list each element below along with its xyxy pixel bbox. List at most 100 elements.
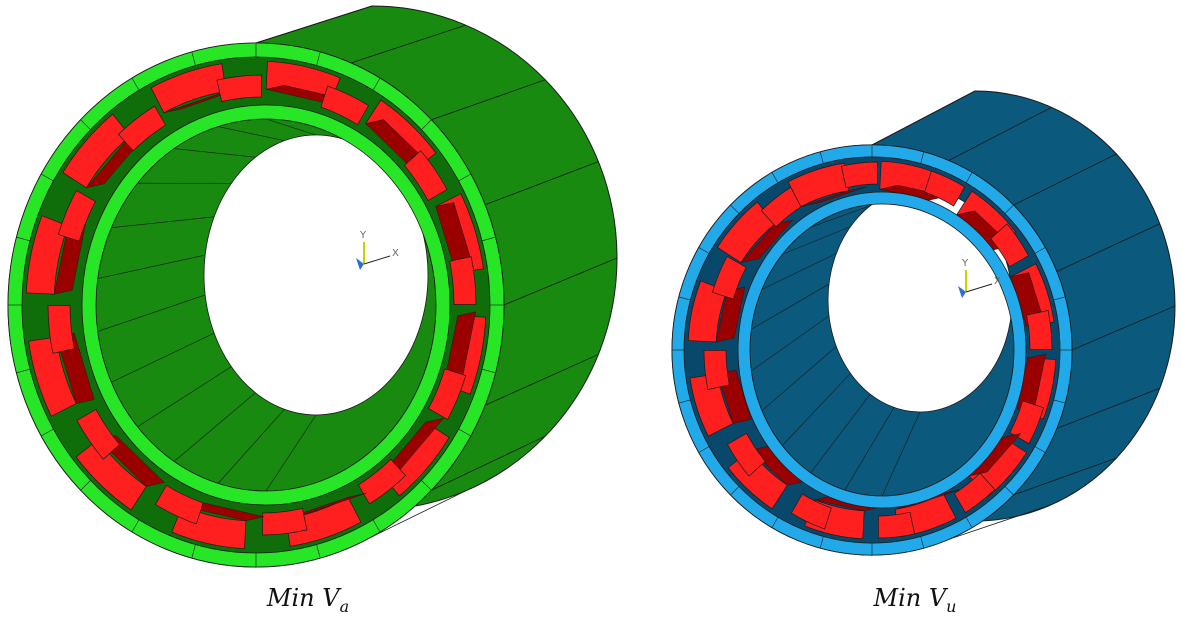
magnet-inner — [727, 432, 766, 477]
rim-tick — [698, 446, 710, 453]
segment-line — [255, 5, 373, 44]
rim-tick — [41, 173, 54, 182]
magnet-inner — [703, 350, 730, 390]
segment-line — [1056, 387, 1160, 429]
inner-rim-ring — [81, 104, 451, 506]
magnet-inner — [790, 493, 832, 530]
inner-segment-line — [137, 366, 232, 428]
rim-tick — [458, 428, 471, 437]
segment-line — [350, 24, 466, 64]
rim-tick — [920, 536, 925, 549]
magnet-outer — [75, 439, 147, 511]
magnet-inner — [76, 408, 121, 460]
axis-z — [958, 286, 966, 298]
caption-right-main: Min V — [873, 584, 947, 612]
segment-line — [484, 354, 599, 406]
rim-tick — [1034, 446, 1046, 453]
rim-tick — [771, 516, 779, 528]
segment-line — [1013, 153, 1117, 206]
rim-tick — [316, 544, 321, 559]
rim-tick — [819, 536, 824, 549]
rim-tick — [458, 173, 471, 182]
segment-line — [1071, 305, 1176, 351]
caption-left-sub: a — [339, 596, 350, 616]
caption-left: Min Va — [208, 584, 408, 616]
axis-x — [363, 255, 391, 265]
inner-segment-line — [782, 226, 851, 255]
inner-segment-line — [111, 216, 215, 229]
magnet-outer — [689, 373, 734, 437]
rim-tick — [771, 172, 779, 184]
magnet-inner — [841, 161, 878, 189]
axis-y-label: Y — [359, 230, 367, 241]
magnet-inner — [990, 223, 1029, 268]
rim-tick — [421, 480, 432, 491]
motor-right: YX — [671, 90, 1176, 556]
magnet-side — [715, 286, 746, 343]
rim-tick — [481, 236, 496, 242]
magnet-inner — [878, 511, 915, 539]
inner-segment-line — [810, 205, 871, 228]
magnet-side — [800, 186, 867, 207]
magnet-inner — [154, 484, 204, 525]
segment-line — [503, 257, 618, 306]
rim-tick — [730, 486, 740, 496]
rim-tick — [16, 236, 31, 242]
rim-tick — [920, 151, 925, 164]
magnet-outer — [25, 215, 69, 295]
rim-tick — [372, 77, 381, 91]
inner-segment-line — [97, 254, 206, 279]
motor-left: YX — [7, 5, 618, 568]
inner-segment-line — [265, 118, 317, 136]
rim-tick — [191, 51, 196, 66]
inner-segment-line — [881, 411, 921, 497]
rim-tick — [16, 368, 31, 374]
rim-tick — [80, 480, 91, 491]
magnet-inner — [711, 255, 747, 300]
inner-segment-line — [782, 373, 851, 446]
segment-line — [484, 161, 599, 206]
rim-tick — [819, 151, 824, 164]
magnet-side — [435, 202, 475, 274]
inner-segment-line — [218, 126, 285, 141]
inner-rim-ring — [737, 191, 1027, 509]
inner-segment-line — [751, 315, 830, 372]
rim-tick — [41, 428, 54, 437]
axis-y-label: Y — [961, 258, 969, 269]
magnet-inner — [403, 150, 448, 202]
rim-tick — [965, 172, 973, 184]
segment-line — [431, 79, 546, 121]
inner-segment-line — [173, 392, 256, 462]
magnet-inner — [924, 170, 966, 207]
inner-segment-line — [844, 407, 895, 491]
magnet-inner — [1009, 400, 1045, 445]
rim-tick — [421, 119, 432, 130]
magnet-inner — [216, 74, 262, 103]
caption-right: Min Vu — [815, 584, 1015, 616]
inner-segment-line — [761, 346, 837, 411]
rim-tick — [316, 51, 321, 66]
inner-segment-line — [265, 414, 317, 492]
rim-tick — [1004, 204, 1014, 214]
segment-line — [871, 90, 976, 146]
magnet-outer — [150, 63, 227, 114]
caption-left-main: Min V — [266, 584, 340, 612]
rim-tick — [678, 399, 691, 404]
rim-tick — [1004, 486, 1014, 496]
inner-segment-line — [751, 283, 830, 330]
inner-segment-line — [810, 394, 871, 474]
axis-x-label: X — [994, 276, 1001, 287]
magnet-inner — [428, 368, 467, 421]
inner-segment-line — [761, 253, 837, 290]
rim-tick — [698, 247, 710, 254]
magnet-outer — [687, 280, 728, 343]
rim-tick — [678, 296, 691, 301]
rim-tick — [372, 519, 381, 533]
axis-z — [356, 258, 364, 270]
rim-tick — [965, 516, 973, 528]
rim-tick — [1034, 247, 1046, 254]
magnet-outer — [62, 113, 131, 189]
magnet-inner — [262, 507, 308, 536]
magnet-inner — [953, 472, 996, 514]
